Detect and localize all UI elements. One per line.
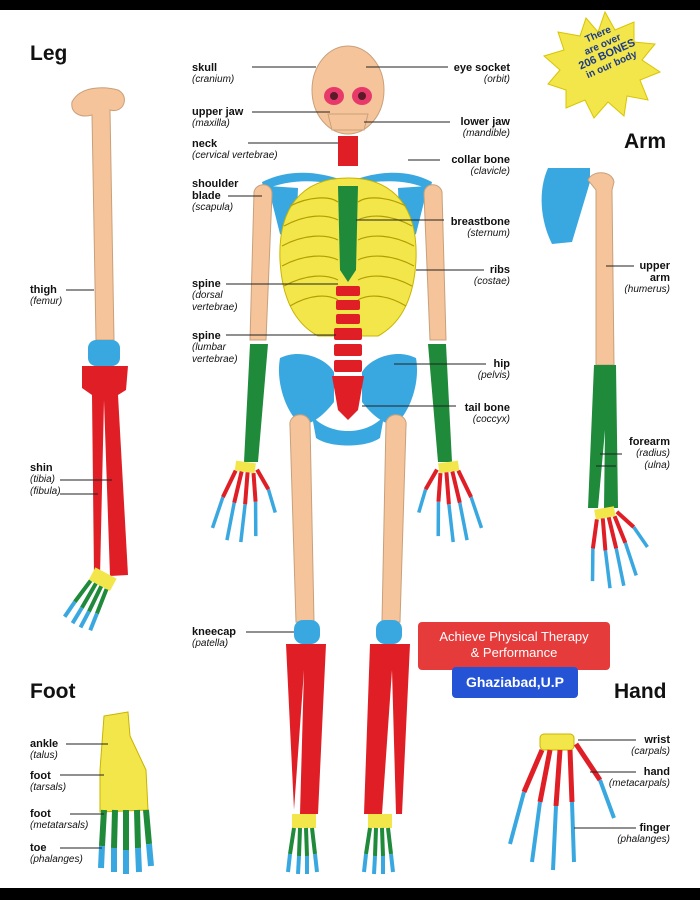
- skeleton-illustration: [60, 10, 662, 876]
- label-neck: neck(cervical vertebrae): [192, 138, 278, 161]
- section-title-arm: Arm: [624, 130, 667, 153]
- label-finger: finger(phalanges): [617, 822, 670, 845]
- label-wrist: wrist(carpals): [631, 734, 670, 757]
- label-lower-jaw: lower jaw(mandible): [460, 116, 510, 139]
- hand-bones: [508, 733, 616, 871]
- label-collar-bone: collar bone(clavicle): [451, 154, 510, 177]
- label-hand-metacarpals: hand(metacarpals): [608, 766, 670, 789]
- label-hip: hip(pelvis): [477, 358, 510, 381]
- label-foot-metatarsals: foot(metatarsals): [30, 808, 89, 831]
- label-kneecap: kneecap(patella): [192, 626, 237, 649]
- skeleton-diagram: Leg Arm Foot Hand There are over 206 BON…: [0, 10, 700, 888]
- label-foot-tarsals: foot(tarsals): [30, 770, 67, 793]
- arm-bones: [541, 168, 656, 593]
- label-thigh: thigh(femur): [30, 284, 63, 307]
- label-skull: skull(cranium): [192, 62, 235, 85]
- full-skeleton: [209, 45, 485, 876]
- label-ankle: ankle(talus): [30, 738, 59, 761]
- leg-bones: [64, 87, 128, 632]
- label-eye-socket: eye socket(orbit): [453, 62, 510, 85]
- clinic-location-badge: Ghaziabad,U.P: [452, 667, 578, 698]
- starburst-badge: [542, 10, 662, 119]
- label-shin: shin(tibia)(fibula): [30, 462, 61, 497]
- label-toe: toe(phalanges): [30, 842, 83, 865]
- label-tail-bone: tail bone(coccyx): [464, 402, 510, 425]
- label-upper-jaw: upper jaw(maxilla): [192, 106, 244, 129]
- section-title-foot: Foot: [30, 680, 76, 703]
- foot-bones: [98, 711, 154, 874]
- label-breastbone: breastbone(sternum): [450, 216, 510, 239]
- section-title-leg: Leg: [30, 42, 68, 65]
- label-ribs: ribs(costae): [473, 264, 510, 287]
- label-forearm: forearm(radius)(ulna): [629, 436, 670, 471]
- clinic-name-badge: Achieve Physical Therapy & Performance: [418, 622, 610, 670]
- section-title-hand: Hand: [614, 680, 667, 703]
- pointer-lines: [60, 66, 636, 849]
